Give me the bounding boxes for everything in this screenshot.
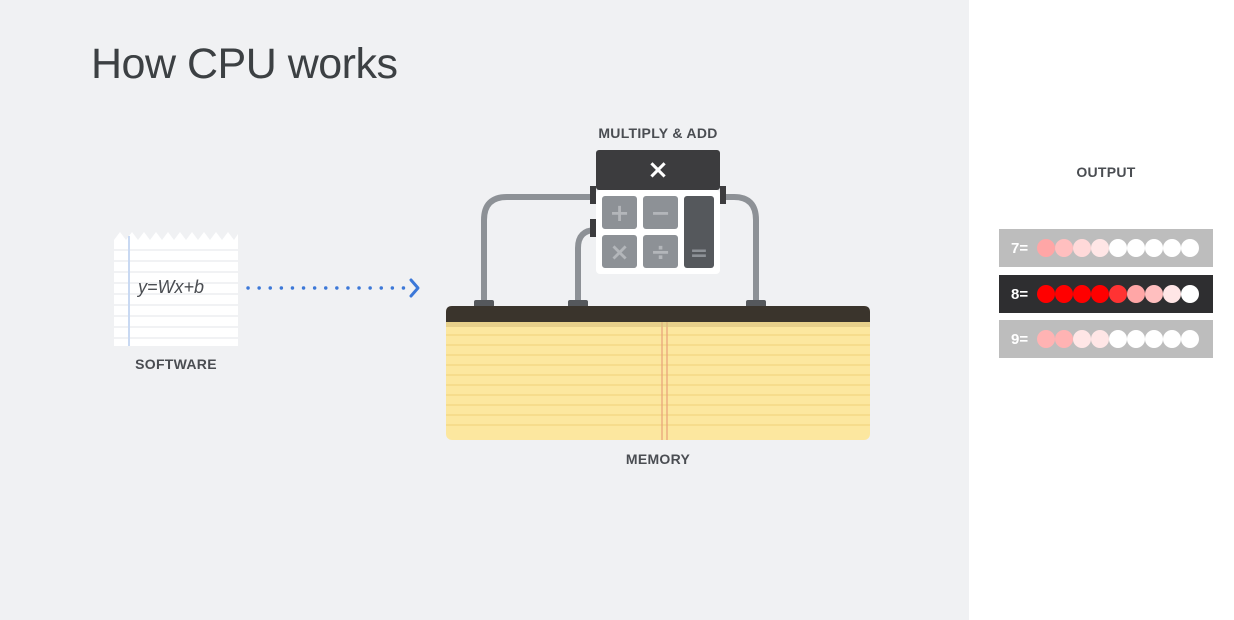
probability-dot — [1127, 285, 1145, 303]
key-multiply — [602, 235, 637, 268]
svg-text:=: = — [690, 241, 708, 266]
probability-dot — [1091, 239, 1109, 257]
probability-dot — [1073, 285, 1091, 303]
probability-dot — [1109, 330, 1127, 348]
software-note — [114, 232, 238, 346]
probability-dot — [1091, 285, 1109, 303]
probability-dot — [1145, 330, 1163, 348]
output-row-label: 9= — [1011, 330, 1029, 348]
probability-dot — [1163, 330, 1181, 348]
active-op-icon: × — [647, 155, 669, 185]
output-row: 8= — [999, 275, 1213, 313]
svg-text:÷: ÷ — [650, 238, 670, 266]
probability-dot — [1073, 239, 1091, 257]
probability-dot — [1037, 285, 1055, 303]
svg-text:+: + — [609, 199, 629, 227]
memory-label: MEMORY — [625, 451, 691, 467]
key-equals — [684, 196, 714, 268]
alu-calculator: × + − × ÷ = — [590, 150, 726, 274]
probability-dot — [1055, 285, 1073, 303]
probability-dot — [1109, 239, 1127, 257]
data-flow-arrow — [246, 278, 420, 298]
probability-dot — [1073, 330, 1091, 348]
probability-dot — [1037, 330, 1055, 348]
svg-text:−: − — [650, 199, 670, 227]
probability-dot — [1055, 239, 1073, 257]
probability-dot — [1145, 239, 1163, 257]
output-row-label: 7= — [1011, 239, 1029, 257]
probability-dot — [1091, 330, 1109, 348]
key-plus — [602, 196, 637, 229]
probability-dot — [1145, 285, 1163, 303]
probability-dot — [1163, 239, 1181, 257]
output-row: 9= — [999, 320, 1213, 358]
key-minus — [643, 196, 678, 229]
probability-dot — [1181, 285, 1199, 303]
key-divide — [643, 235, 678, 268]
page-title: How CPU works — [91, 40, 398, 88]
probability-dot — [1109, 285, 1127, 303]
software-label: SOFTWARE — [135, 356, 217, 372]
probability-dot — [1055, 330, 1073, 348]
output-row-label: 8= — [1011, 285, 1029, 303]
probability-dot — [1163, 285, 1181, 303]
svg-text:×: × — [609, 238, 629, 266]
output-row: 7= — [999, 229, 1213, 267]
probability-dot — [1181, 239, 1199, 257]
probability-dot — [1037, 239, 1055, 257]
software-formula: y=Wx+b — [138, 277, 205, 297]
probability-dot — [1127, 239, 1145, 257]
cpu-diagram: × + − × ÷ = — [114, 150, 870, 440]
alu-label: MULTIPLY & ADD — [598, 125, 718, 141]
output-label: OUTPUT — [1076, 164, 1136, 180]
memory-pad — [446, 306, 870, 440]
probability-dot — [1127, 330, 1145, 348]
probability-dot — [1181, 330, 1199, 348]
